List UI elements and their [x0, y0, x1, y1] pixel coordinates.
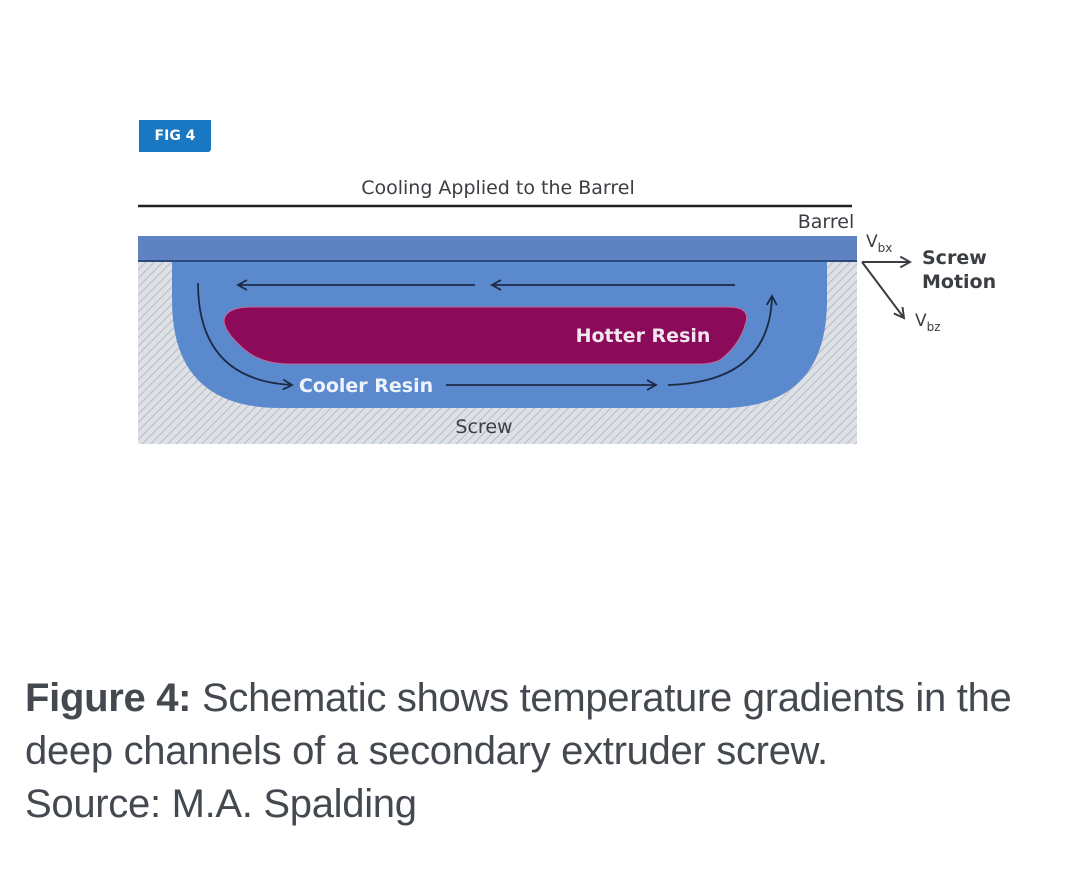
- vbx-label: Vbx: [866, 232, 892, 255]
- caption-lead: Figure 4:: [25, 676, 192, 720]
- vbz-arrow: [861, 261, 906, 320]
- screw-motion-label-line2: Motion: [922, 271, 996, 293]
- figure-caption: Figure 4: Schematic shows temperature gr…: [25, 672, 1065, 831]
- left-turn-arrow: [197, 282, 294, 391]
- extruder-diagram: Cooling Applied to the Barrel Barrel Hot…: [138, 177, 996, 444]
- right-turn-arrow: [667, 294, 778, 386]
- caption-text: Schematic shows temperature gradients in…: [25, 676, 1012, 773]
- screw-motion-vectors: Vbx Vbz Screw Motion: [861, 232, 996, 334]
- barrel: [138, 236, 857, 261]
- hotter-resin-region: [223, 306, 748, 365]
- screw-motion-label-line1: Screw: [922, 247, 987, 269]
- cooler-resin-label: Cooler Resin: [299, 375, 433, 397]
- screw-label: Screw: [455, 416, 512, 438]
- figure-badge: FIG 4: [139, 120, 211, 152]
- hotter-resin-label: Hotter Resin: [576, 325, 711, 347]
- barrel-label: Barrel: [798, 211, 855, 233]
- cooling-label: Cooling Applied to the Barrel: [361, 177, 635, 199]
- vbz-label: Vbz: [915, 311, 941, 334]
- caption-source: Source: M.A. Spalding: [25, 782, 417, 826]
